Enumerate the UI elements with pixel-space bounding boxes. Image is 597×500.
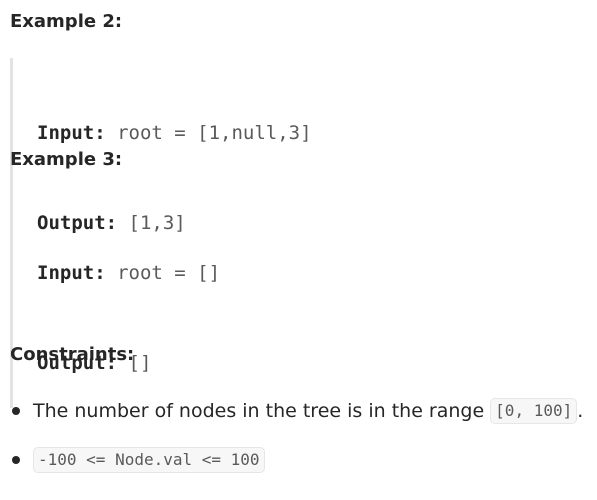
example-3-output-line: Output: [] [37,348,570,378]
bullet-icon [12,456,20,464]
constraints-heading: Constraints: [10,344,135,365]
constraint-suffix: . [577,400,584,422]
input-label: Input: [37,262,106,284]
constraint-item: The number of nodes in the tree is in th… [10,396,583,426]
example-3-input-line: Input: root = [] [37,258,570,288]
input-value: root = [] [117,262,221,284]
constraint-code: [0, 100] [490,398,578,424]
constraint-code: -100 <= Node.val <= 100 [33,447,265,473]
bullet-icon [12,407,20,415]
input-label: Input: [37,122,106,144]
output-value: [1,3] [128,212,186,234]
output-label: Output: [37,212,118,234]
example-2-block: Input: root = [1,null,3] Output: [1,3] [10,58,570,268]
example-2-output-line: Output: [1,3] [37,208,570,238]
example-3-heading: Example 3: [10,149,123,170]
output-label: Output: [37,352,118,374]
constraint-item: -100 <= Node.val <= 100 [10,445,265,475]
example-2-heading: Example 2: [10,11,123,32]
example-2-input-line: Input: root = [1,null,3] [37,118,570,148]
constraint-text: The number of nodes in the tree is in th… [33,400,485,422]
example-3-block: Input: root = [] Output: [] [10,198,570,408]
output-value: [] [128,352,152,374]
input-value: root = [1,null,3] [117,122,312,144]
